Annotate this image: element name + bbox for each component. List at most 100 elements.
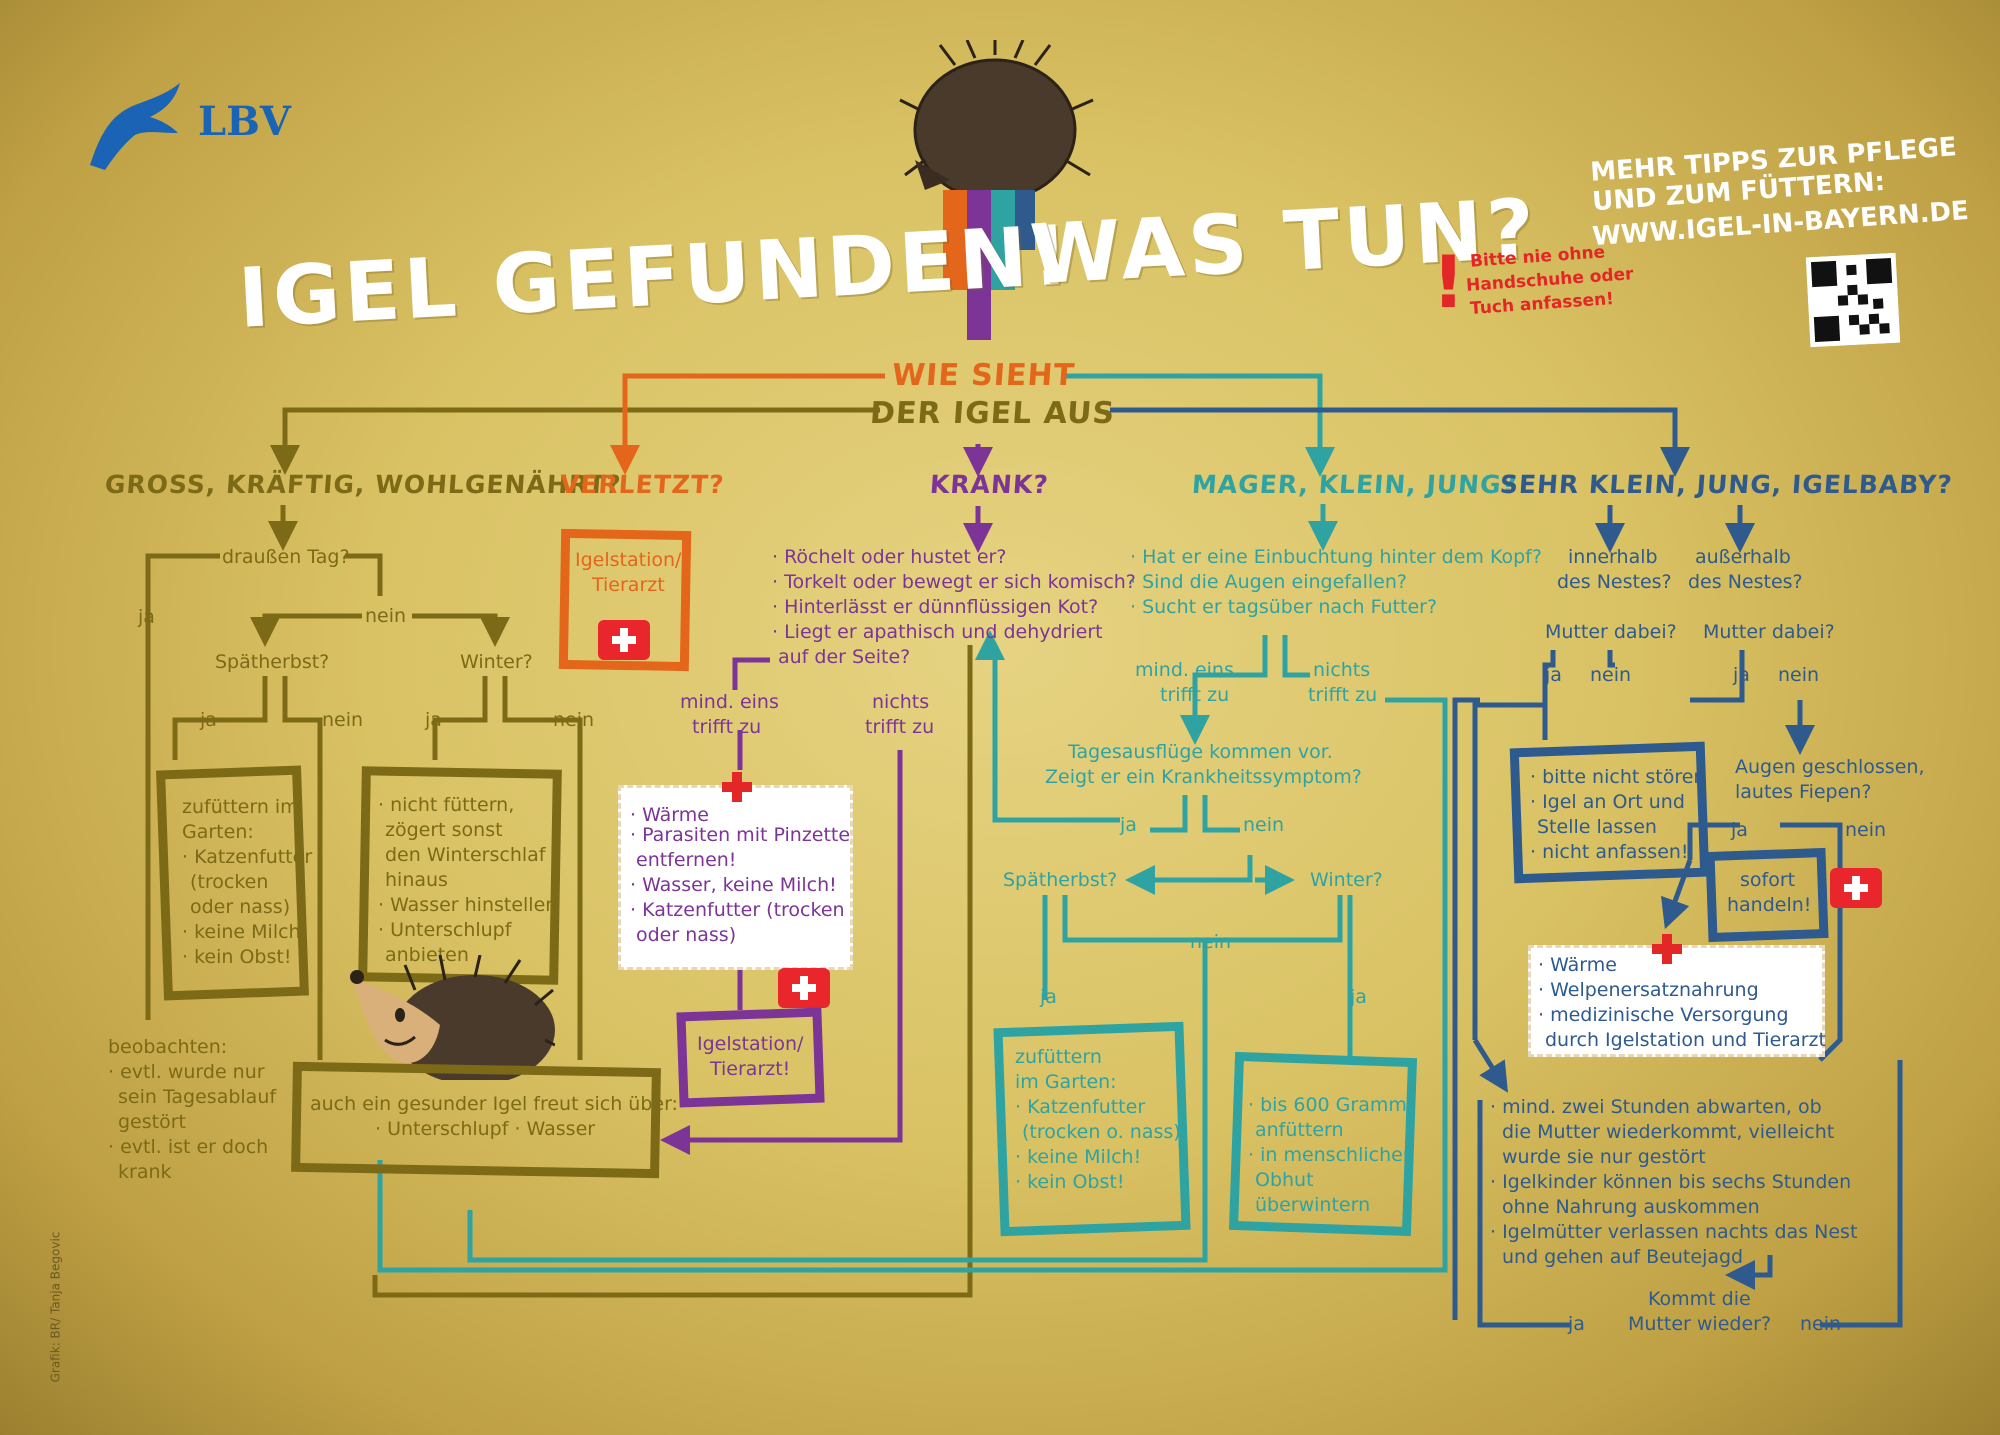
label-ja: ja [1545,664,1562,686]
first-aid-icon [598,620,650,660]
observe-line: krank [118,1161,172,1183]
warning-exclamation: ! [1432,240,1465,324]
q-kommt-mutter: Kommt die [1648,1288,1751,1310]
mager-tagesausfluege: Zeigt er ein Krankheitssymptom? [1045,766,1362,788]
gross-winter-line: · nicht füttern, [378,794,515,816]
krank-box-line: Igelstation/ [697,1033,804,1055]
sofort-line: sofort [1740,869,1796,891]
mager-spaetherbst-line: · kein Obst! [1015,1171,1125,1193]
healthy-line: auch ein gesunder Igel freut sich über: [310,1093,678,1115]
krank-care-line: · Wasser, keine Milch! [630,874,837,896]
q-mutter-dabei: Mutter dabei? [1703,621,1835,643]
heading-baby: SEHR KLEIN, JUNG, IGELBABY? [1498,470,1954,499]
q-winter: Winter? [460,651,533,673]
verletzt-box-line: Tierarzt [592,574,665,596]
gross-spaetherbst-line: · Katzenfutter [182,846,313,868]
mager-winter-line: anfüttern [1255,1119,1344,1141]
krank-box-line: Tierarzt! [710,1058,791,1080]
healthy-line: · Unterschlupf · Wasser [375,1118,596,1140]
gross-winter-line: · Unterschlupf [378,919,512,941]
observe-line: sein Tagesablauf [118,1086,277,1108]
gross-winter-line: · Wasser hinstellen [378,894,558,916]
label-ja: ja [1568,1313,1585,1335]
label-nein: nein [1778,664,1820,686]
mager-winter-line: Obhut [1255,1169,1314,1191]
mager-mind-eins: mind. eins [1135,659,1234,681]
mager-spaetherbst-line: · Katzenfutter [1015,1096,1146,1118]
medical-cross-icon [1650,932,1684,966]
baby-wait-line: · Igelkinder können bis sechs Stunden [1490,1171,1852,1193]
q-kommt-mutter: Mutter wieder? [1628,1313,1772,1335]
q-innerhalb: innerhalb [1568,546,1658,568]
label-nein: nein [1590,664,1632,686]
baby-stoeren-line: Stelle lassen [1537,816,1657,838]
label-ja: ja [1120,814,1137,836]
gross-winter-line: anbieten [385,944,469,966]
label-ja: ja [1731,819,1748,841]
baby-wait-line: die Mutter wiederkommt, vielleicht [1502,1121,1835,1143]
krank-mind-eins: trifft zu [692,716,762,738]
baby-care-line: · Wärme [1538,954,1617,976]
heading-mager: MAGER, KLEIN, JUNG? [1190,470,1519,499]
label-nein: nein [1845,819,1887,841]
gross-winter-line: zögert sonst [385,819,503,841]
mager-spaetherbst-line: im Garten: [1015,1071,1117,1093]
q-innerhalb: des Nestes? [1557,571,1672,593]
q-spaetherbst: Spätherbst? [1003,869,1118,891]
baby-wait-line: ohne Nahrung auskommen [1502,1196,1760,1218]
qr-code-icon[interactable] [1805,252,1901,348]
q-draussen-tag: draußen Tag? [222,546,350,568]
observe-line: · evtl. ist er doch [108,1136,269,1158]
label-ja-2: ja [1040,986,1057,1008]
mager-winter-line: · bis 600 Gramm [1248,1094,1407,1116]
label-nein-2: nein [1190,931,1232,953]
gross-spaetherbst-line: Garten: [182,821,254,843]
krank-care-line: oder nass) [636,924,737,946]
baby-stoeren-line: · nicht anfassen! [1530,841,1689,863]
mager-question: · Sind die Augen eingefallen? [1130,571,1407,593]
verletzt-box-line: Igelstation/ [575,549,682,571]
lbv-bird-icon [90,83,180,170]
logo-text: LBV [198,98,291,145]
label-ja-3: ja [1350,986,1367,1008]
q-mutter-dabei: Mutter dabei? [1545,621,1677,643]
label-nein: nein [1800,1313,1842,1335]
heading-krank: KRANK? [928,470,1050,499]
observe-line: gestört [118,1111,186,1133]
mager-spaetherbst-line: zufüttern [1015,1046,1102,1068]
krank-mind-eins: mind. eins [680,691,779,713]
observe-line: · evtl. wurde nur [108,1061,265,1083]
gross-spaetherbst-line: · kein Obst! [182,946,292,968]
first-aid-icon [778,968,830,1008]
krank-care-line: entfernen! [636,849,737,871]
observe-line: beobachten: [108,1036,228,1058]
baby-care-line: durch Igelstation und Tierarzt [1545,1029,1826,1051]
mager-nichts: nichts [1313,659,1371,681]
gross-winter-line: den Winterschlaf [385,844,546,866]
krank-question: · Liegt er apathisch und dehydriert [772,621,1103,643]
baby-stoeren-line: · bitte nicht stören [1530,766,1706,788]
mager-spaetherbst-line: · keine Milch! [1015,1146,1142,1168]
central-question-line-2: DER IGEL AUS [868,396,1117,431]
q-augen: lautes Fiepen? [1735,781,1872,803]
label-ja: ja [1733,664,1750,686]
q-winter: Winter? [1310,869,1383,891]
gross-spaetherbst-line: · keine Milch! [182,921,309,943]
first-aid-icon [1830,868,1882,908]
mager-question: · Hat er eine Einbuchtung hinter dem Kop… [1130,546,1542,568]
mager-tagesausfluege: Tagesausflüge kommen vor. [1068,741,1333,763]
label-nein-3: nein [553,709,595,731]
central-question-line-1: WIE SIEHT [890,358,1077,393]
krank-care-line: · Parasiten mit Pinzette [630,824,851,846]
label-nein-2: nein [322,709,364,731]
q-ausserhalb: des Nestes? [1688,571,1803,593]
credit: Grafik: BR/ Tanja Begovic [48,1231,63,1383]
mager-winter-line: · in menschlicher [1248,1144,1411,1166]
gross-winter-line: hinaus [385,869,448,891]
baby-wait-line: und gehen auf Beutejagd [1502,1246,1744,1268]
heading-gross: GROSS, KRÄFTIG, WOHLGENÄHRT? [103,470,623,499]
sofort-line: handeln! [1727,894,1812,916]
krank-question: auf der Seite? [778,646,911,668]
